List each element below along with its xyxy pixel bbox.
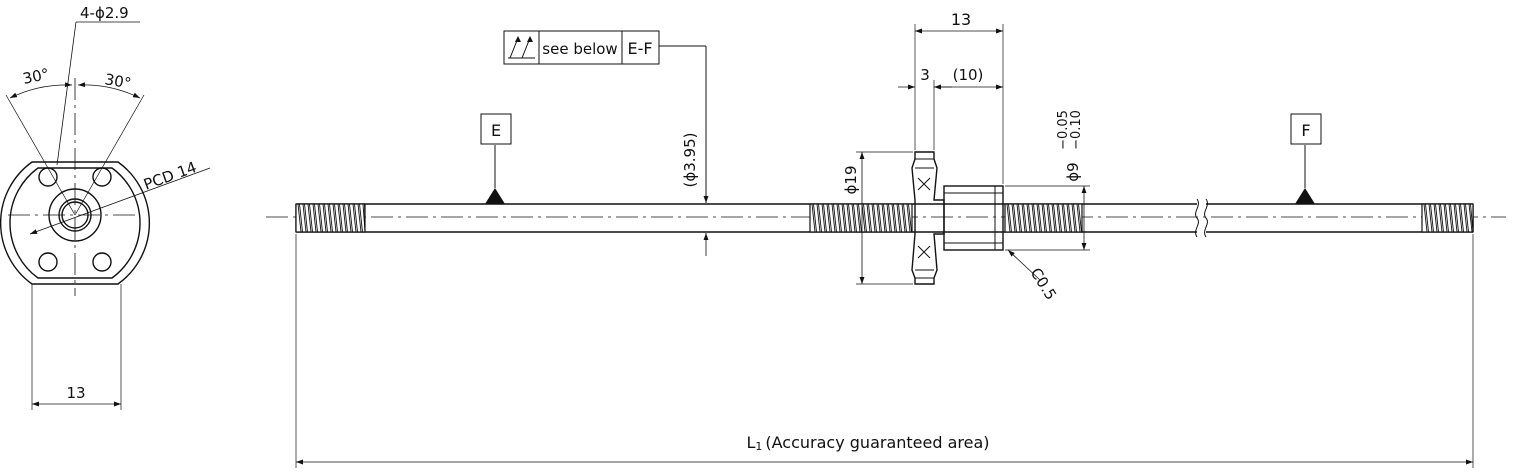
flange-thk-label: 3 xyxy=(920,66,930,84)
bolt-hole-bottom-right xyxy=(92,252,112,272)
fcf-see-below: see below xyxy=(542,40,617,58)
bolt-hole-bottom-left xyxy=(38,252,58,272)
end-view: 4-ϕ2.9 30° 30° PCD 14 13 xyxy=(0,4,211,410)
width-dim-label: 13 xyxy=(66,384,85,402)
flange-mark-top xyxy=(917,177,931,191)
bolt-hole-top-right xyxy=(92,167,112,187)
angle-line-left xyxy=(5,94,76,216)
flange-outline xyxy=(0,161,151,285)
screw-shaft-circle xyxy=(58,198,92,232)
thread-sections xyxy=(295,203,1474,233)
nut-len-label: 13 xyxy=(951,10,971,29)
thread-left-end xyxy=(295,203,366,233)
bolt-hole-top-left xyxy=(38,167,58,187)
hole-callout-text: 4-ϕ2.9 xyxy=(80,4,129,22)
body-dia-label: ϕ9 xyxy=(1064,162,1082,181)
thread-nut-left xyxy=(809,203,913,233)
datum-e-box xyxy=(480,113,512,145)
pcd-label: PCD 14 xyxy=(141,158,199,194)
datum-f-label: F xyxy=(1301,121,1310,140)
break-line-left xyxy=(1195,198,1199,238)
datum-triangle-e xyxy=(485,188,505,204)
thread-nut-right xyxy=(1004,203,1083,233)
break-line-right xyxy=(1204,198,1208,238)
angle-right-label: 30° xyxy=(103,70,132,92)
ball-nut xyxy=(911,151,1004,285)
chamfer-leader xyxy=(1007,249,1041,281)
body-tol-lower: −0.10 xyxy=(1069,110,1084,150)
angle-left-label: 30° xyxy=(21,65,51,88)
pcd-leader xyxy=(29,167,211,235)
side-view: E F see below E-F (ϕ3.95) xyxy=(266,10,1506,468)
angle-arc-right xyxy=(77,82,141,99)
feature-control-frame xyxy=(503,30,660,65)
flange-dia-label: ϕ19 xyxy=(842,166,860,195)
body-len-label: (10) xyxy=(953,66,984,84)
body-tol-upper: −0.05 xyxy=(1056,110,1071,150)
chamfer-label: C0.5 xyxy=(1027,265,1060,304)
nut-flange xyxy=(911,151,945,285)
nut-body-circle xyxy=(48,188,102,242)
angle-line-right xyxy=(74,94,145,216)
datum-e-label: E xyxy=(491,121,501,140)
angle-arc-left xyxy=(9,82,73,99)
shaft-dia-label: (ϕ3.95) xyxy=(681,133,699,188)
screw-root-circle xyxy=(61,201,89,229)
thread-right-end xyxy=(1421,203,1474,233)
total-runout-icon xyxy=(508,36,535,59)
overall-dim-label: L1(Accuracy guaranteed area) xyxy=(746,433,989,453)
nut-body xyxy=(943,185,1004,251)
datum-triangle-f xyxy=(1295,188,1315,204)
hole-callout-leader xyxy=(56,21,77,166)
flange-mark-bottom xyxy=(917,245,931,259)
datum-f-box xyxy=(1290,113,1322,145)
fcf-datum-ref: E-F xyxy=(627,39,652,58)
